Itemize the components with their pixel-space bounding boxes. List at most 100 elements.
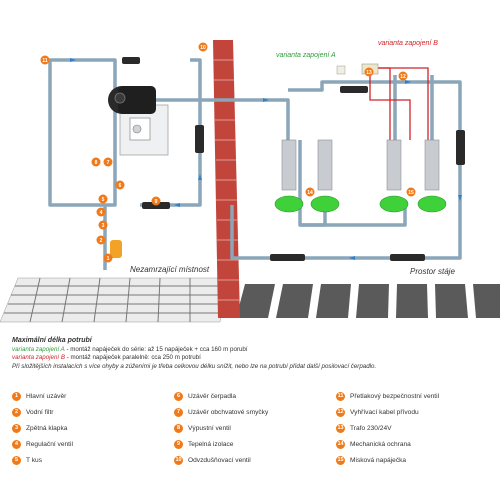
- info-title: Maximální délka potrubí: [12, 337, 92, 344]
- legend-label: Uzávěr čerpadla: [188, 392, 237, 400]
- heater-cable: [369, 67, 429, 140]
- info-line-a-text: - montáž napáječek do série: až 15 napáj…: [64, 345, 248, 353]
- legend-item: 8 Výpustní ventil: [174, 420, 334, 436]
- legend-label: Vyhřívací kabel přívodu: [350, 408, 419, 416]
- legend-label: Regulační ventil: [26, 440, 73, 448]
- info-line-b-prefix: varianta zapojení B: [12, 354, 65, 362]
- legend-number-badge: 11: [336, 391, 345, 401]
- callout-number-13: 13: [366, 70, 372, 76]
- legend-label: Přetlakový bezpečnostní ventil: [350, 392, 440, 400]
- callout-badge-5: [98, 194, 108, 204]
- legend-number-badge: 5: [12, 455, 21, 465]
- legend-item: 12 Vyhřívací kabel přívodu: [336, 404, 496, 420]
- drinker-2: [310, 139, 340, 213]
- callout-badge-3: [98, 220, 108, 230]
- legend-item: 14 Mechanická ochrana: [336, 436, 496, 452]
- callout-badge-2: [96, 235, 106, 245]
- callout-badge-8: [91, 157, 101, 167]
- callout-badge-11: [40, 55, 50, 65]
- callout-number-11: 11: [42, 58, 48, 64]
- legend-number-badge: 15: [336, 455, 345, 465]
- info-line-a: varianta zapojení A - montáž napáječek d…: [12, 346, 492, 355]
- callout-badge-10: [198, 42, 208, 52]
- legend-item: 4 Regulační ventil: [12, 436, 172, 452]
- drinker-3: [379, 139, 409, 213]
- info-block: Maximální délka potrubí varianta zapojen…: [12, 337, 492, 371]
- room-stable-label: Prostor stáje: [410, 267, 455, 276]
- legend-number-badge: 4: [12, 439, 21, 449]
- callout-number-9: 9: [155, 199, 158, 205]
- legend-number-badge: 13: [336, 423, 345, 433]
- legend-label: Zpětná klapka: [26, 424, 68, 432]
- legend-number-badge: 7: [174, 407, 183, 417]
- callout-number-8: 8: [95, 160, 98, 166]
- legend-number-badge: 10: [174, 455, 183, 465]
- legend-number-badge: 1: [12, 391, 21, 401]
- legend-number-badge: 12: [336, 407, 345, 417]
- flow-arrows: [70, 58, 462, 260]
- callout-badge-6: [115, 180, 125, 190]
- variant-a-label: varianta zapojení A: [276, 52, 336, 59]
- callout-number-2: 2: [100, 238, 103, 244]
- callout-number-4: 4: [100, 210, 103, 216]
- legend-number-badge: 8: [174, 423, 183, 433]
- callout-number-7: 7: [107, 160, 110, 166]
- legend-item: 13 Trafo 230/24V: [336, 420, 496, 436]
- legend-label: Výpustní ventil: [188, 424, 231, 432]
- callout-badge-15: [406, 187, 416, 197]
- variant-b-label: varianta zapojení B: [378, 40, 438, 47]
- legend-label: Mechanická ochrana: [350, 440, 411, 448]
- brick-wall: [213, 40, 240, 318]
- room-unfrozen-label: Nezamrzající místnost: [130, 265, 210, 274]
- legend-number-badge: 9: [174, 439, 183, 449]
- legend-column-3: 11 Přetlakový bezpečnostní ventil 12 Vyhří…: [336, 388, 496, 468]
- drinker-units: [274, 139, 447, 213]
- pump-unit: [108, 86, 169, 156]
- drinker-4: [417, 139, 447, 213]
- callout-number-5: 5: [102, 197, 105, 203]
- legend-label: Trafo 230/24V: [350, 424, 392, 432]
- callout-badge-12: [398, 71, 408, 81]
- legend-label: Misková napáječka: [350, 456, 407, 464]
- legend-item: 10 Odvzdušňovací ventil: [174, 452, 334, 468]
- legend-item: 15 Misková napáječka: [336, 452, 496, 468]
- legend-label: Hlavní uzávěr: [26, 392, 67, 400]
- callout-badge-14: [305, 187, 315, 197]
- info-note: Při složitějších instalacích s více ohyb…: [12, 362, 377, 370]
- callout-number-12: 12: [400, 74, 406, 80]
- info-line-a-prefix: varianta zapojení A: [12, 345, 65, 353]
- pipes: [48, 58, 462, 270]
- callout-number-1: 1: [107, 256, 110, 262]
- legend-item: 6 Uzávěr čerpadla: [174, 388, 334, 404]
- legend-item: 11 Přetlakový bezpečnostní ventil: [336, 388, 496, 404]
- callout-number-14: 14: [307, 190, 313, 196]
- legend-number-badge: 6: [174, 391, 183, 401]
- legend-label: Vodní filtr: [26, 408, 54, 416]
- legend-item: 3 Zpětná klapka: [12, 420, 172, 436]
- floor-right: [236, 284, 500, 318]
- water-filter: [110, 240, 122, 258]
- legend-label: Odvzdušňovací ventil: [188, 456, 251, 464]
- legend-item: 1 Hlavní uzávěr: [12, 388, 172, 404]
- info-line-b: varianta zapojení B - montáž napáječek p…: [12, 354, 492, 363]
- info-line-b-text: - montáž napáječek paralelně: cca 250 m …: [64, 354, 201, 362]
- callout-number-6: 6: [119, 183, 122, 189]
- legend-number-badge: 14: [336, 439, 345, 449]
- floor-left: [0, 277, 227, 323]
- legend-number-badge: 3: [12, 423, 21, 433]
- callout-badge-7: [103, 157, 113, 167]
- callout-badge-4: [96, 207, 106, 217]
- callout-badge-9: [151, 196, 161, 206]
- callout-number-15: 15: [408, 190, 414, 196]
- callout-badge-1: [103, 253, 113, 263]
- callout-number-10: 10: [200, 45, 206, 51]
